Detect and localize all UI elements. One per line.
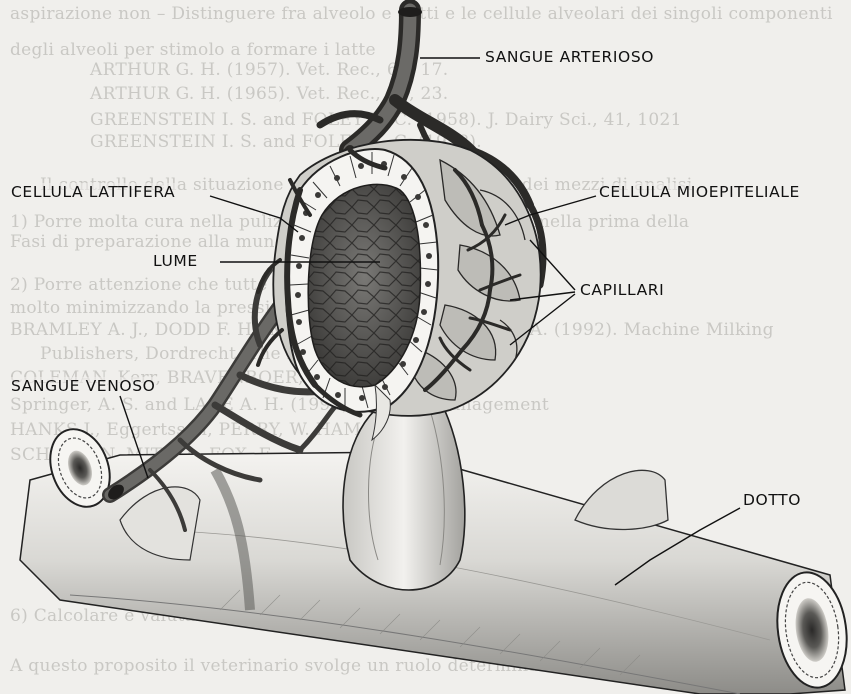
label-sangue-venoso: SANGUE VENOSO <box>10 377 156 395</box>
label-cellula-lattifera: CELLULA LATTIFERA <box>10 183 176 201</box>
label-sangue-arterioso: SANGUE ARTERIOSO <box>484 48 655 66</box>
artery-cut-end <box>398 7 422 17</box>
label-dotto: DOTTO <box>742 491 802 509</box>
label-capillari: CAPILLARI <box>579 281 665 299</box>
alveolar-duct-neck <box>343 400 465 590</box>
label-lume: LUME <box>152 252 199 270</box>
label-cellula-mioepiteliale: CELLULA MIOEPITELIALE <box>598 183 801 201</box>
